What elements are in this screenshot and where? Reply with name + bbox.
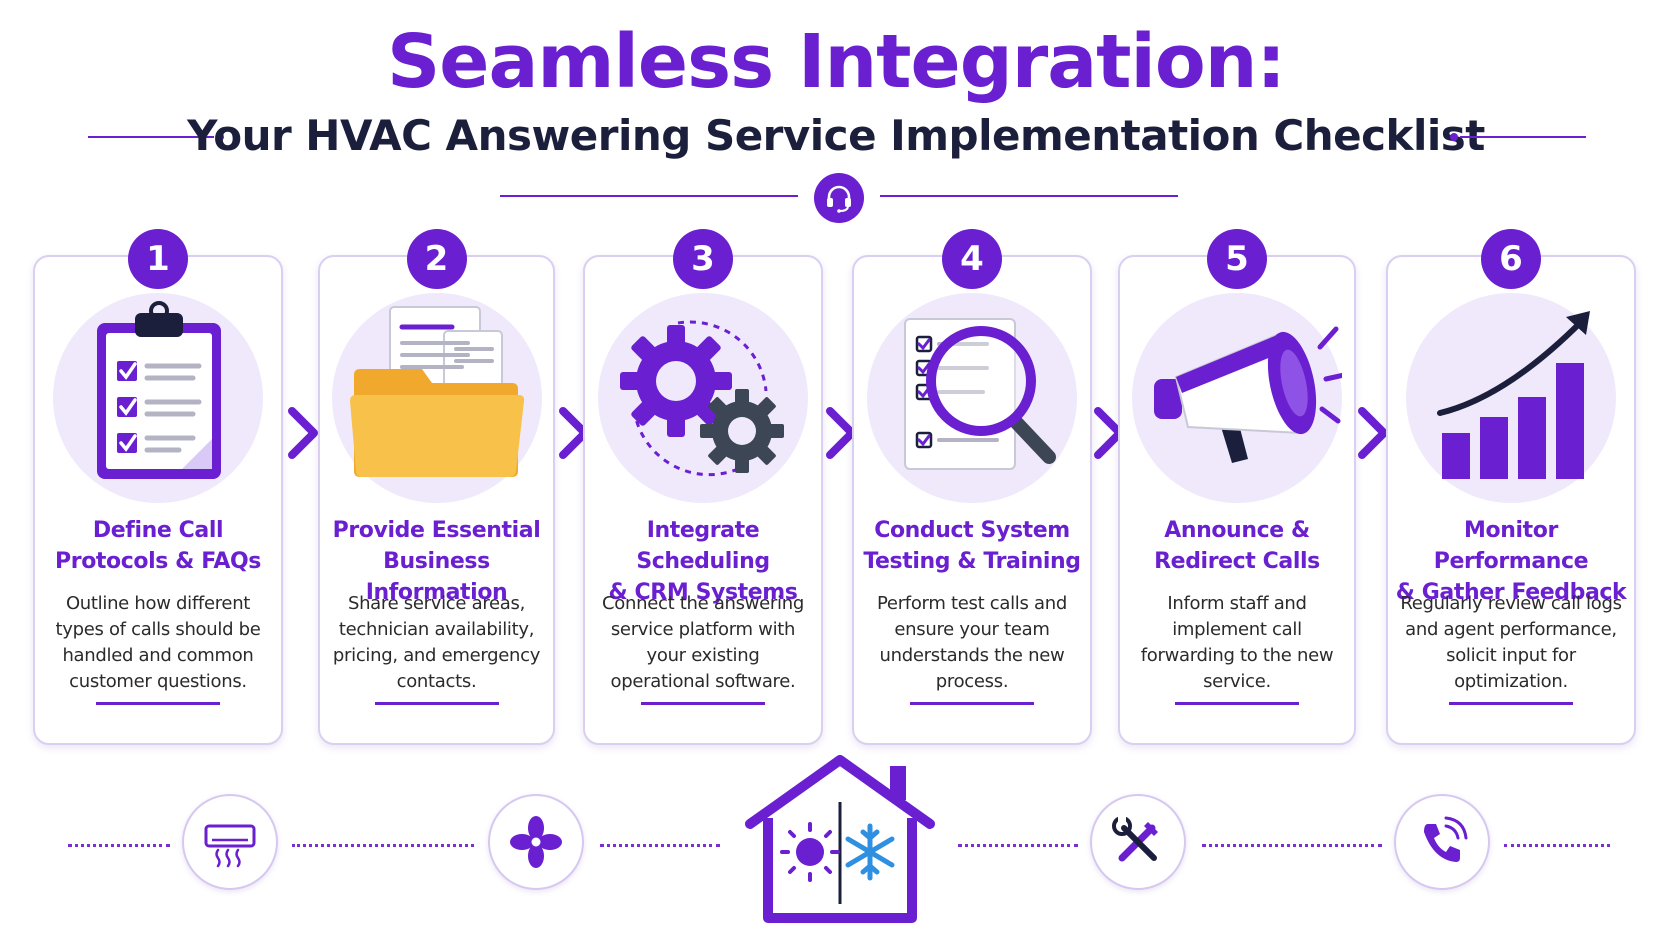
step-underline [910, 702, 1034, 705]
subtitle-left-dot [216, 133, 224, 141]
phone-ringing-icon [1424, 816, 1468, 862]
step-card-3: 3 [583, 229, 823, 745]
step-description: Connect the answering service platform w… [602, 593, 804, 692]
step-illustration [1406, 293, 1616, 503]
subtitle-right-dot [1450, 133, 1458, 141]
step-title-line1: Define Call [92, 518, 224, 543]
step-number-badge: 1 [128, 229, 188, 289]
megaphone-icon [1154, 326, 1342, 463]
step-underline [641, 702, 765, 705]
step-title: Integrate Scheduling & CRM Systems [591, 515, 815, 608]
headset-badge [814, 173, 864, 223]
divider-right [880, 195, 1178, 197]
clipboard-checklist-icon [97, 301, 221, 479]
step-card-4: 4 Conduct System Testing & Training Perf… [852, 229, 1092, 745]
step-card-1: 1 Define Call Protocols & FAQs [33, 229, 283, 745]
step-illustration [1132, 293, 1342, 503]
step-title: Provide Essential Business Information [326, 515, 547, 608]
step-title-line2: & Gather Feedback [1395, 580, 1627, 605]
step-card-6: 6 Monitor Performance & Gather Feedback … [1386, 229, 1636, 745]
step-title: Define Call Protocols & FAQs [41, 515, 275, 577]
chevron-right-icon [1358, 407, 1388, 459]
air-conditioner-icon [204, 824, 256, 868]
folder-documents-icon [349, 306, 524, 477]
step-card-5: 5 Announce & Redirect Calls Inform staff… [1118, 229, 1356, 745]
footer-dotted-line [1202, 844, 1382, 847]
footer-dotted-line [1504, 844, 1610, 847]
step-description: Share service areas, technician availabi… [332, 593, 541, 692]
step-number-badge: 4 [942, 229, 1002, 289]
footer-dotted-line [292, 844, 474, 847]
step-description: Perform test calls and ensure your team … [877, 593, 1067, 692]
footer-icon-circle [1394, 794, 1490, 890]
step-number-badge: 3 [673, 229, 733, 289]
divider-left [500, 195, 798, 197]
step-number-badge: 2 [406, 229, 467, 289]
magnifier-checklist-icon [904, 318, 1056, 470]
step-illustration [331, 293, 542, 503]
step-number-badge: 5 [1207, 229, 1267, 289]
step-illustration [53, 293, 263, 503]
gears-icon [620, 320, 784, 477]
step-illustration [598, 293, 808, 503]
footer-icon-circle [1090, 794, 1186, 890]
footer-dotted-line [958, 844, 1078, 847]
step-title-line2: Redirect Calls [1154, 549, 1320, 574]
step-underline [1175, 702, 1299, 705]
step-title-line1: Conduct System [874, 518, 1070, 543]
step-title-line1: Integrate Scheduling [636, 518, 770, 574]
tools-icon [1112, 816, 1158, 862]
step-illustration [867, 293, 1077, 503]
step-number-badge: 6 [1481, 229, 1541, 289]
growth-chart-icon [1437, 311, 1590, 479]
step-underline [374, 702, 499, 705]
subtitle-left-line [88, 136, 214, 138]
fan-icon [510, 816, 562, 868]
step-title-line1: Provide Essential [332, 518, 541, 543]
step-description: Regularly review call logs and agent per… [1400, 593, 1622, 692]
footer-dotted-line [68, 844, 170, 847]
step-title-line2: Protocols & FAQs [55, 549, 261, 574]
page-title: Seamless Integration: [387, 19, 1286, 105]
step-title-line2: Business Information [365, 549, 508, 605]
step-title-line2: & CRM Systems [608, 580, 798, 605]
step-card-2: 2 Provide Essential Business Information… [318, 229, 555, 745]
chevron-right-icon [288, 407, 318, 459]
step-title-line1: Announce & [1164, 518, 1310, 543]
step-title: Monitor Performance & Gather Feedback [1394, 515, 1628, 608]
step-title: Conduct System Testing & Training [860, 515, 1084, 577]
step-underline [1449, 702, 1573, 705]
step-description: Inform staff and implement call forwardi… [1140, 593, 1334, 692]
headset-icon [827, 185, 851, 213]
step-title-line2: Testing & Training [863, 549, 1081, 574]
step-underline [96, 702, 220, 705]
house-heat-cool-icon [745, 755, 935, 923]
footer-dotted-line [600, 844, 720, 847]
step-title: Announce & Redirect Calls [1126, 515, 1348, 577]
footer-icon-circle [488, 794, 584, 890]
page-subtitle: Your HVAC Answering Service Implementati… [187, 111, 1485, 160]
footer-icon-circle [182, 794, 278, 890]
step-description: Outline how different types of calls sho… [55, 593, 261, 692]
subtitle-right-line [1460, 136, 1586, 138]
step-title-line1: Monitor Performance [1433, 518, 1589, 574]
